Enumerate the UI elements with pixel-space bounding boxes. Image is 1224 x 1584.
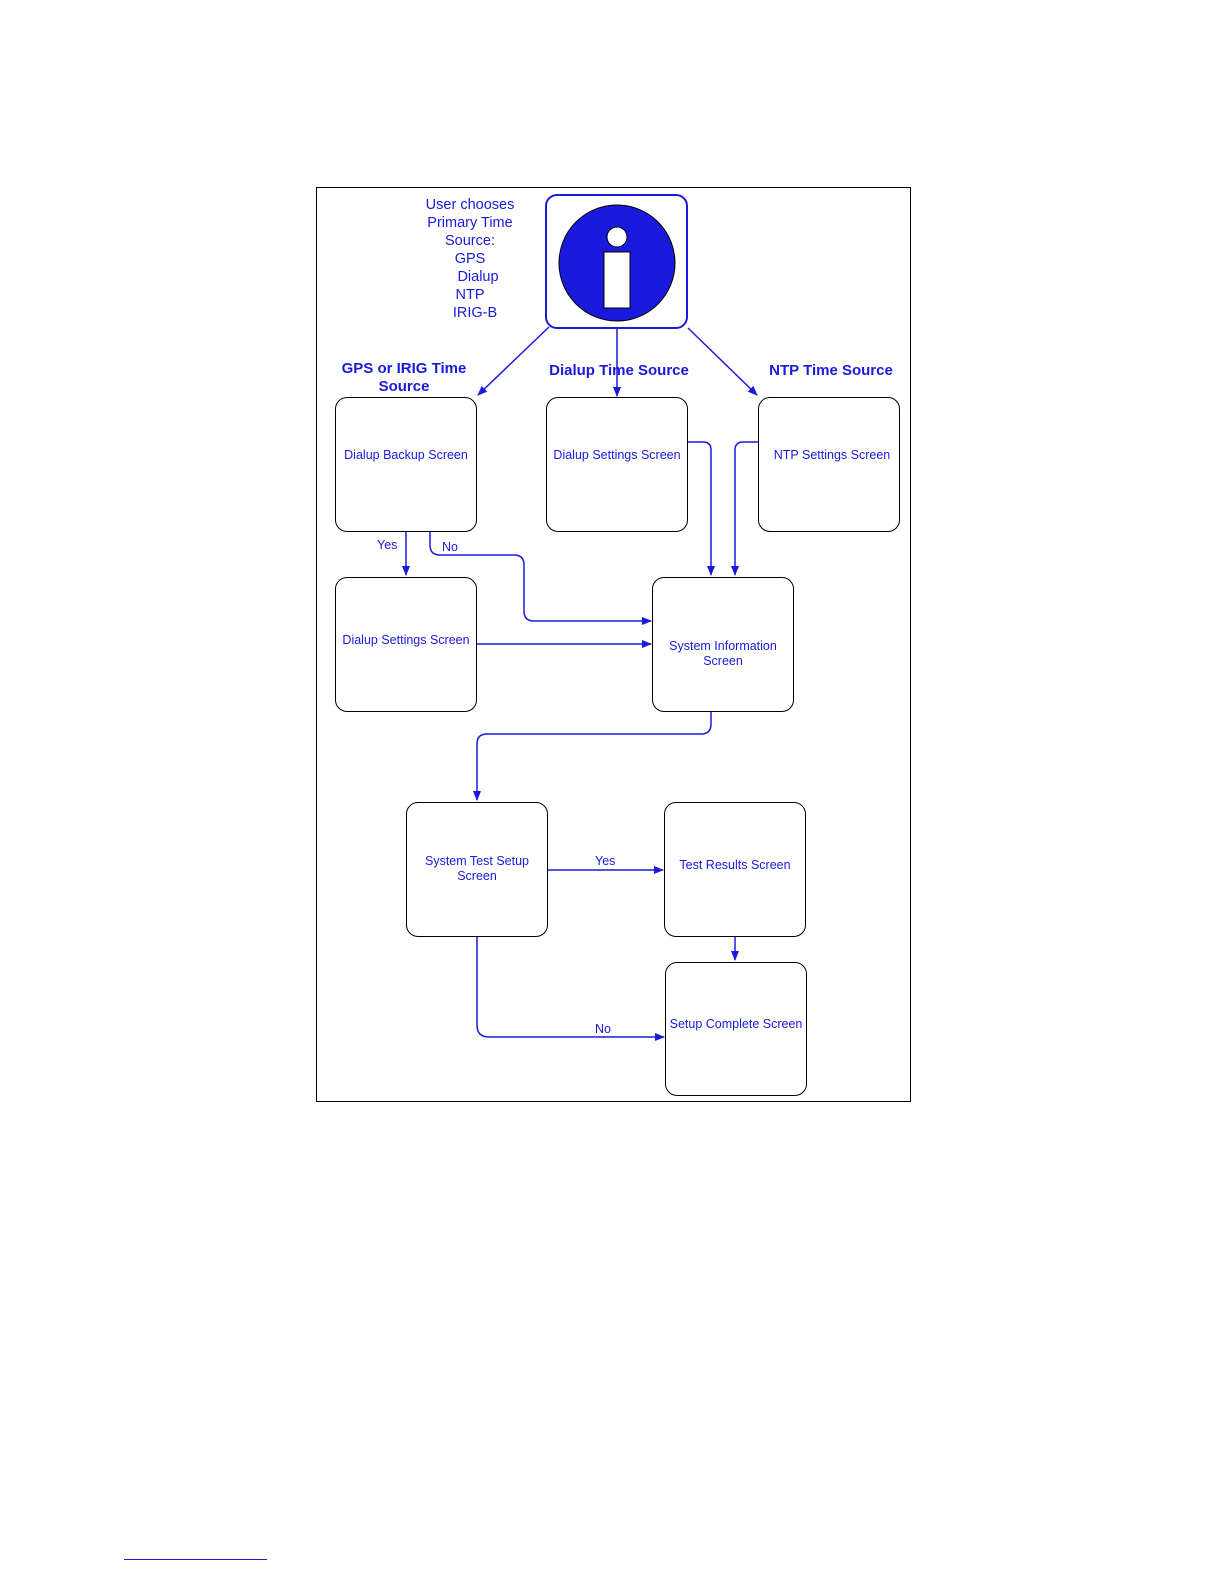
edge-ntp-to-sysinfo <box>731 441 758 576</box>
box-ntp-settings-label: NTP Settings Screen <box>773 448 891 462</box>
box-dialup-backup <box>335 397 477 532</box>
edge-test-no <box>476 937 665 1041</box>
edge-info-to-ntp <box>687 327 758 396</box>
edge-backup-no <box>429 532 652 625</box>
intro-line-2: Primary Time <box>427 215 513 231</box>
intro-line-5: Dialup <box>457 269 499 285</box>
edge-sysinfo-to-testsetup <box>473 712 712 801</box>
heading-gps-irig: GPS or IRIG Time Source <box>334 360 474 396</box>
box-test-results-label: Test Results Screen <box>679 858 791 872</box>
box-system-information <box>652 577 794 712</box>
box-dialup-settings-top-label: Dialup Settings Screen <box>553 448 681 462</box>
box-dialup-settings-left-label: Dialup Settings Screen <box>342 633 470 647</box>
box-test-results <box>664 802 806 937</box>
box-setup-complete <box>665 962 807 1096</box>
edge-info-to-gps <box>477 326 550 396</box>
box-setup-complete-label: Setup Complete Screen <box>669 1017 803 1031</box>
box-dialup-settings-top <box>546 397 688 532</box>
box-system-information-label: System Information Screen <box>652 639 794 669</box>
edge-label-test-no: No <box>595 1022 611 1036</box>
info-icon-box <box>545 194 688 329</box>
heading-dialup: Dialup Time Source <box>549 362 689 379</box>
intro-line-4: GPS <box>454 251 486 267</box>
box-ntp-settings <box>758 397 900 532</box>
box-system-information-line-1: System Information <box>669 639 777 653</box>
box-dialup-settings-left <box>335 577 477 712</box>
intro-line-7: IRIG-B <box>452 305 498 321</box>
heading-gps-irig-line-2: Source <box>378 378 430 395</box>
intro-line-6: NTP <box>455 287 485 303</box>
box-system-test-setup-line-2: Screen <box>457 869 497 883</box>
heading-gps-irig-line-1: GPS or IRIG Time <box>341 360 467 377</box>
intro-line-1: User chooses <box>425 197 515 213</box>
box-system-test-setup-line-1: System Test Setup <box>425 854 529 868</box>
box-system-test-setup-label: System Test Setup Screen <box>406 854 548 884</box>
edge-dialup-top-to-sysinfo <box>688 441 715 576</box>
edge-label-backup-no: No <box>442 540 458 554</box>
footnote-rule <box>124 1559 267 1560</box>
edge-label-test-yes: Yes <box>595 854 616 868</box>
heading-ntp: NTP Time Source <box>769 362 893 379</box>
intro-line-3: Source: <box>445 233 495 249</box>
box-system-test-setup <box>406 802 548 937</box>
edge-label-backup-yes: Yes <box>377 538 398 552</box>
box-dialup-backup-label: Dialup Backup Screen <box>344 448 468 462</box>
info-icon <box>558 204 676 322</box>
box-system-information-line-2: Screen <box>703 654 743 668</box>
intro-note: User chooses Primary Time Source: GPS Di… <box>418 196 522 322</box>
